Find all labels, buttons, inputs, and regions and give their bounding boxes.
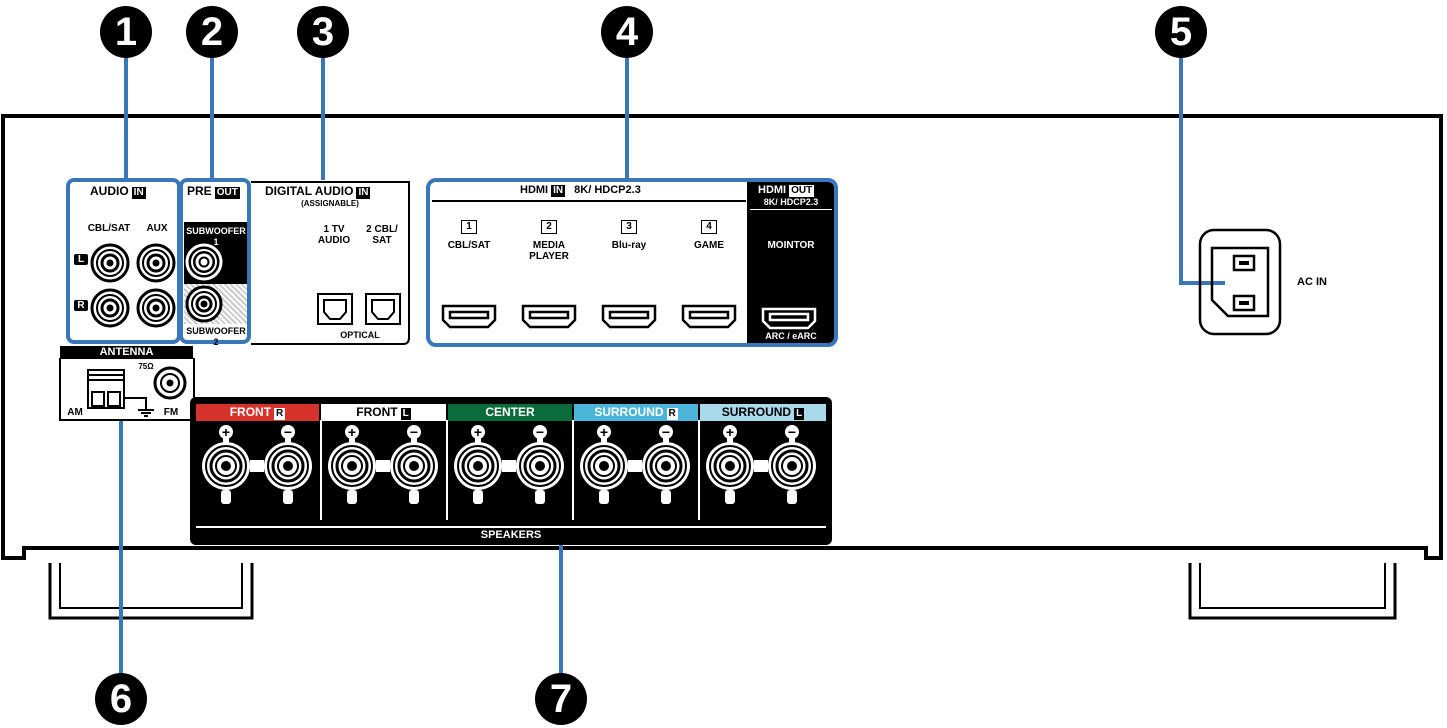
- hdmi-in-ports: [441, 304, 737, 329]
- ac-inlet: [1198, 228, 1282, 336]
- speaker-ch-surround-r-tag: R: [666, 408, 678, 420]
- hdmi-input-2-label: MEDIA PLAYER: [529, 240, 569, 262]
- speaker-ch-surround-l-name: SURROUND: [721, 405, 792, 419]
- antenna-frame: [59, 358, 195, 421]
- hdmi-out-spec: 8K/ HDCP2.3: [763, 197, 819, 207]
- speakers-title: SPEAKERS: [480, 529, 542, 541]
- speaker-terminal-surround-r-plus[interactable]: +: [580, 424, 628, 504]
- audio-in-title: AUDIO: [90, 184, 129, 198]
- speaker-terminal-front-r-minus[interactable]: −: [264, 424, 312, 504]
- hdmi-input-3-number: 3: [621, 220, 637, 234]
- arc-earc-label: ARC / eARC: [765, 331, 817, 341]
- speaker-ch-front-r-name: FRONT: [229, 405, 272, 419]
- fm-label: FM: [163, 407, 179, 418]
- audio-in-r-label: R: [74, 300, 88, 311]
- speaker-ch-surround-r-name: SURROUND: [594, 405, 664, 419]
- hdmi-input-4-label: GAME: [694, 240, 724, 251]
- ohm-label: 75Ω: [138, 362, 154, 371]
- hdmi-in-spec: 8K/ HDCP2.3: [574, 184, 641, 196]
- audio-in-aux-label: AUX: [146, 223, 168, 234]
- speaker-terminal-surround-l-minus[interactable]: −: [768, 424, 816, 504]
- svg-text:−: −: [284, 424, 292, 440]
- svg-text:−: −: [662, 424, 670, 440]
- svg-text:+: +: [600, 424, 608, 440]
- speaker-ch-front-l-name: FRONT: [356, 405, 398, 419]
- svg-text:−: −: [788, 424, 796, 440]
- digital-audio-tag: IN: [356, 187, 371, 199]
- hdmi-out-tag: OUT: [789, 185, 815, 197]
- hdmi-input-1-number: 1: [461, 220, 477, 234]
- digital-audio-frame: [251, 181, 410, 345]
- pre-out-tag: OUT: [214, 187, 240, 199]
- hdmi-out-monitor-label: MOINTOR: [767, 240, 815, 251]
- hdmi-input-3-label: Blu-ray: [611, 240, 647, 251]
- audio-in-tag: IN: [131, 187, 146, 199]
- svg-text:+: +: [726, 424, 734, 440]
- hdmi-out-title: HDMI: [758, 184, 787, 196]
- speaker-terminal-front-l-minus[interactable]: −: [390, 424, 438, 504]
- ac-in-label: AC IN: [1297, 276, 1327, 288]
- speaker-ch-center: CENTER: [448, 404, 572, 421]
- hdmi-out-port: [761, 307, 817, 330]
- pre-out-title: PRE: [187, 184, 212, 198]
- optical-input-1-label: 1 TV AUDIO: [317, 224, 351, 246]
- hdmi-in-tag: IN: [551, 185, 566, 197]
- antenna-header: [60, 346, 193, 359]
- hdmi-in-divider: [432, 200, 746, 202]
- speaker-terminal-surround-r-minus[interactable]: −: [642, 424, 690, 504]
- speaker-terminal-front-l-plus[interactable]: +: [328, 424, 376, 504]
- am-label: AM: [67, 407, 83, 418]
- speaker-ch-front-r-tag: R: [274, 408, 286, 420]
- rca-jacks-pre-out: [185, 243, 223, 323]
- callout-5: 5: [1155, 6, 1207, 58]
- optical-label: OPTICAL: [340, 330, 380, 340]
- speaker-terminal-surround-l-plus[interactable]: +: [706, 424, 754, 504]
- svg-text:−: −: [536, 424, 544, 440]
- speaker-ch-surround-l-tag: L: [794, 408, 805, 420]
- subwoofer1-label: SUBWOOFER 1: [186, 226, 246, 247]
- digital-audio-title: DIGITAL AUDIO: [265, 184, 354, 198]
- callout-6: 6: [95, 673, 147, 725]
- hdmi-input-1-label: CBL/SAT: [447, 240, 491, 251]
- rca-jacks-audio-in: [90, 243, 176, 328]
- optical-input-2-label: 2 CBL/ SAT: [366, 224, 398, 246]
- callout-2: 2: [186, 6, 238, 58]
- callout-1: 1: [100, 6, 152, 58]
- antenna-title: ANTENNA: [99, 346, 154, 358]
- hdmi-in-title: HDMI: [520, 184, 549, 196]
- hdmi-out-divider: [750, 209, 832, 210]
- audio-in-cbl-label: CBL/SAT: [87, 223, 131, 234]
- callout-3: 3: [297, 6, 349, 58]
- optical-ports: [317, 293, 401, 325]
- svg-text:+: +: [348, 424, 356, 440]
- speaker-terminal-center-plus[interactable]: +: [454, 424, 502, 504]
- audio-in-l-label: L: [74, 254, 88, 265]
- callout-4: 4: [601, 6, 653, 58]
- svg-text:+: +: [474, 424, 482, 440]
- callout-7: 7: [535, 673, 587, 725]
- speaker-terminal-center-minus[interactable]: −: [516, 424, 564, 504]
- hdmi-input-4-number: 4: [701, 220, 717, 234]
- subwoofer2-label: SUBWOOFER 2: [186, 326, 246, 347]
- hdmi-out-block: [747, 182, 834, 343]
- hdmi-input-2-number: 2: [541, 220, 557, 234]
- svg-text:−: −: [410, 424, 418, 440]
- speaker-ch-front-l-tag: L: [400, 408, 411, 420]
- speaker-ch-center-name: CENTER: [485, 405, 535, 419]
- speaker-terminal-front-r-plus[interactable]: +: [202, 424, 250, 504]
- svg-text:+: +: [222, 424, 230, 440]
- digital-audio-subtitle: (ASSIGNABLE): [301, 199, 359, 208]
- speaker-terminals: + − + − + − + − + −: [196, 420, 826, 528]
